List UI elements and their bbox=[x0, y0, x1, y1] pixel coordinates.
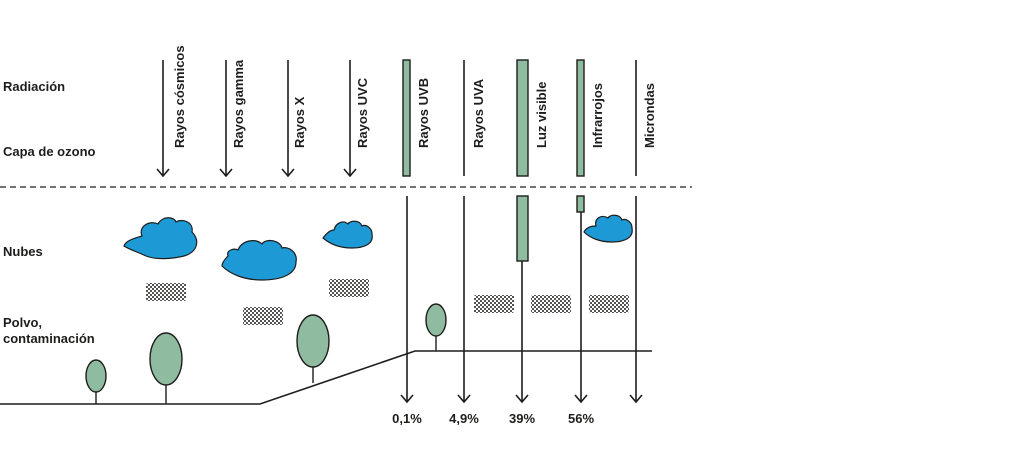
radiation-label-cosmic: Rayos cósmicos bbox=[172, 45, 187, 148]
radiation-label-uvb: Rayos UVB bbox=[416, 78, 431, 148]
dust-patch bbox=[243, 307, 283, 325]
dust-patch bbox=[589, 295, 629, 313]
dust-patch bbox=[474, 295, 514, 313]
radiation-arrow-x bbox=[281, 60, 295, 178]
percent-infrared: 56% bbox=[567, 411, 595, 426]
dust-patch bbox=[146, 283, 186, 301]
percent-uvb: 0,1% bbox=[392, 411, 422, 426]
radiation-path-infrared bbox=[574, 59, 588, 404]
row-label-ozone: Capa de ozono bbox=[3, 144, 96, 159]
row-label-dust-line1: Polvo, bbox=[3, 315, 43, 330]
row-label-radiation: Radiación bbox=[3, 79, 66, 94]
radiation-arrow-gamma bbox=[219, 60, 233, 178]
cloud bbox=[221, 239, 297, 281]
tree bbox=[296, 314, 330, 383]
radiation-path-visible bbox=[515, 59, 529, 404]
cloud bbox=[583, 214, 633, 243]
radiation-arrow-cosmic bbox=[156, 60, 170, 178]
dust-patch bbox=[531, 295, 571, 313]
percent-uva: 4,9% bbox=[449, 411, 479, 426]
radiation-arrow-uvc bbox=[343, 60, 357, 178]
tree bbox=[85, 359, 107, 404]
percent-visible: 39% bbox=[508, 411, 536, 426]
radiation-label-uvc: Rayos UVC bbox=[355, 77, 370, 148]
cloud bbox=[123, 217, 198, 260]
tree bbox=[149, 332, 183, 404]
row-label-dust-line2: contaminación bbox=[3, 331, 95, 346]
radiation-path-uva bbox=[457, 60, 471, 404]
radiation-path-uvb bbox=[400, 59, 414, 404]
radiation-label-uva: Rayos UVA bbox=[471, 78, 486, 148]
tree bbox=[425, 303, 447, 351]
ground-line bbox=[0, 350, 652, 405]
radiation-label-visible: Luz visible bbox=[534, 82, 549, 148]
radiation-label-gamma: Rayos gamma bbox=[231, 59, 246, 148]
radiation-label-infrared: Infrarrojos bbox=[590, 83, 605, 148]
dust-patch bbox=[329, 279, 369, 297]
row-label-clouds: Nubes bbox=[3, 244, 43, 259]
radiation-label-x: Rayos X bbox=[292, 96, 307, 148]
cloud bbox=[322, 220, 373, 249]
radiation-path-microwave bbox=[629, 60, 643, 404]
radiation-label-microwave: Microndas bbox=[642, 83, 657, 148]
